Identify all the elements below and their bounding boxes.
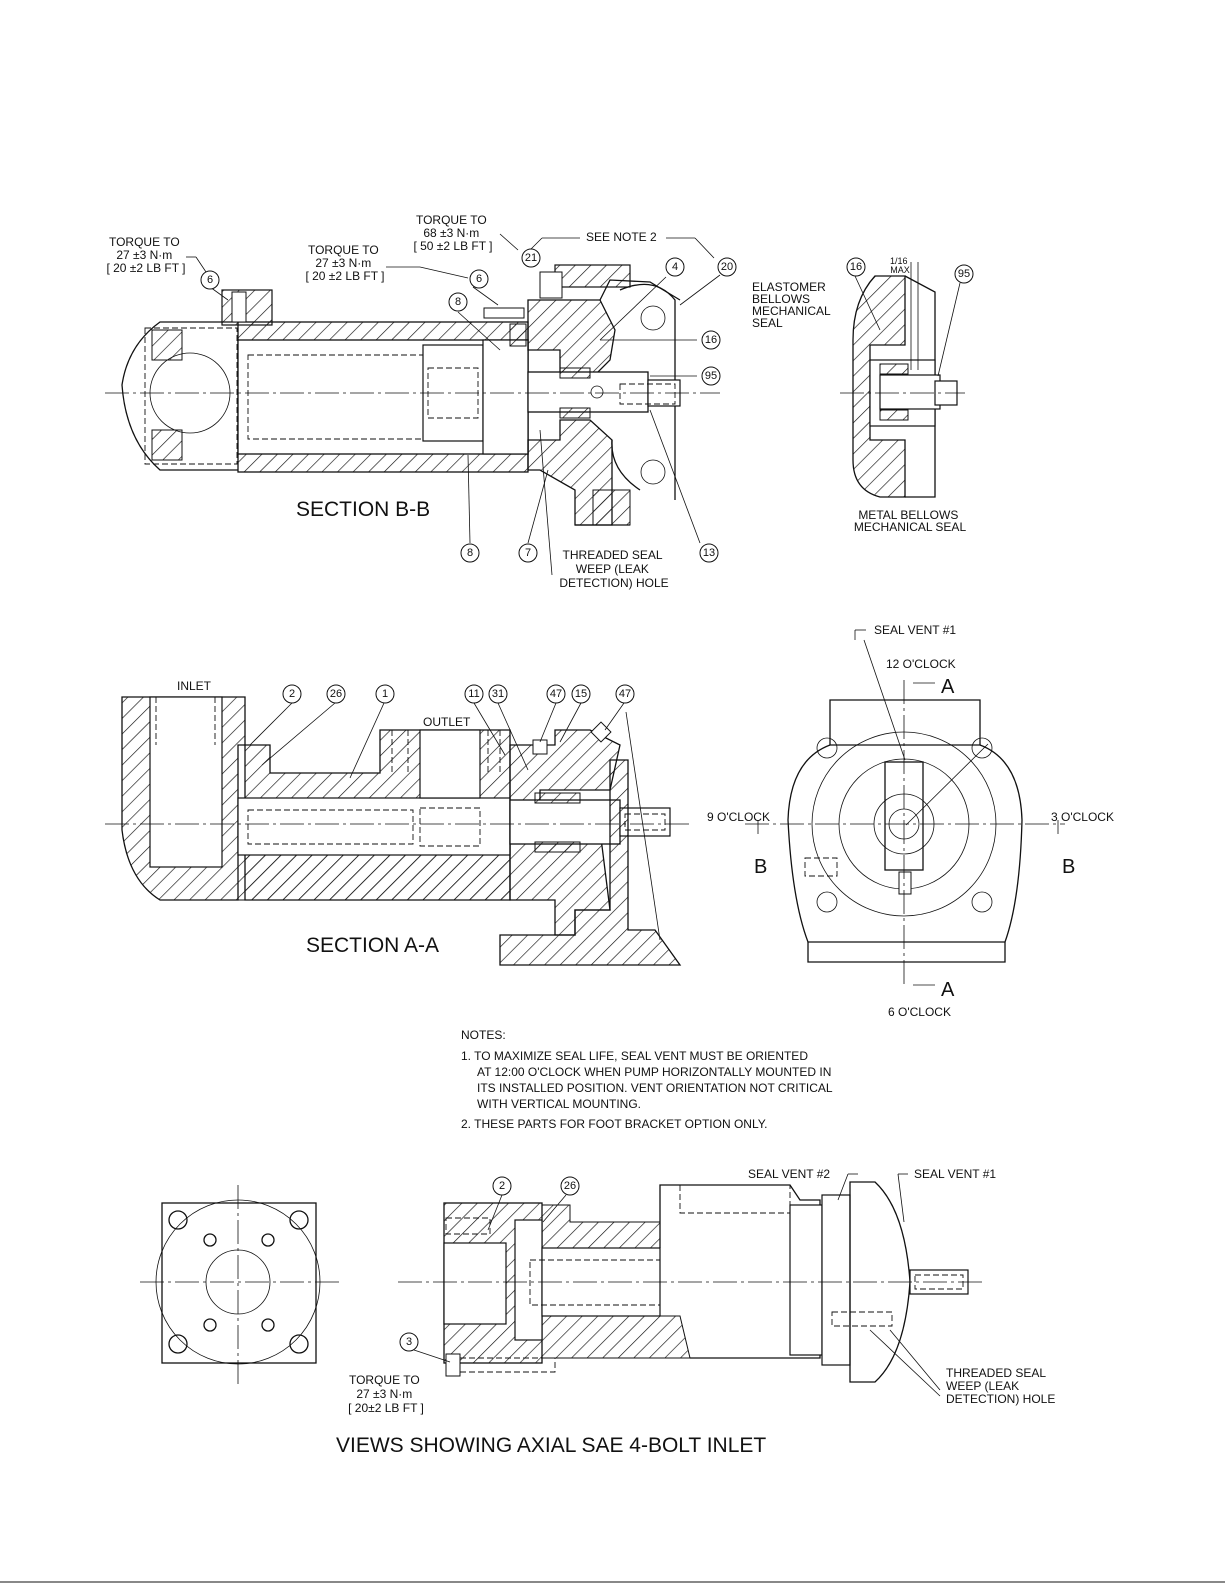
section-b-right-letter: B: [1062, 856, 1075, 878]
section-bb-labels: TORQUE TO 27 ±3 N·m [ 20 ±2 LB FT ] TORQ…: [106, 213, 966, 590]
seal-vent-1-bottom-label: SEAL VENT #1: [914, 1167, 996, 1181]
clock-9-label: 9 O'CLOCK: [707, 810, 770, 824]
clock-6-label: 6 O'CLOCK: [888, 1005, 951, 1019]
metal-bellows-detail-view: [840, 262, 965, 498]
section-bb-view: [105, 264, 720, 526]
notes-heading: NOTES:: [461, 1028, 506, 1042]
end-view-labels: SEAL VENT #1 12 O'CLOCK A 9 O'CLOCK 3 O'…: [707, 623, 1114, 1019]
end-view: [745, 639, 1065, 985]
metal-bellows-label: METAL BELLOWS MECHANICAL SEAL: [854, 508, 967, 534]
clock-3-label: 3 O'CLOCK: [1051, 810, 1114, 824]
balloon-16: 16: [705, 334, 717, 346]
balloon-bottom-3: 3: [406, 1336, 412, 1348]
torque-3-label: TORQUE TO 27 ±3 N·m [ 20±2 LB FT ]: [348, 1373, 424, 1415]
torque-21-label: TORQUE TO 68 ±3 N·m [ 50 ±2 LB FT ]: [413, 213, 492, 253]
elastomer-seal-label: ELASTOMER BELLOWS MECHANICAL SEAL: [752, 280, 834, 330]
clock-12-label: 12 O'CLOCK: [886, 657, 956, 671]
balloon-31: 31: [492, 688, 504, 700]
balloon-bottom-26: 26: [564, 1180, 576, 1192]
section-bb-title: SECTION B-B: [296, 498, 430, 521]
see-note-2-label: SEE NOTE 2: [586, 230, 657, 244]
note-1: 1. TO MAXIMIZE SEAL LIFE, SEAL VENT MUST…: [461, 1049, 836, 1111]
balloon-6-left: 6: [207, 274, 213, 286]
section-aa-labels: INLET OUTLET SECTION A-A: [177, 679, 661, 957]
balloon-8-bottom: 8: [467, 547, 473, 559]
balloon-11: 11: [468, 688, 479, 700]
max-dim-label: 1/16 MAX: [890, 256, 910, 275]
weep-hole-bottom-label: THREADED SEAL WEEP (LEAK DETECTION) HOLE: [946, 1366, 1055, 1406]
balloon-47-right: 47: [619, 688, 631, 700]
balloon-2: 2: [289, 688, 295, 700]
torque-6-mid-label: TORQUE TO 27 ±3 N·m [ 20 ±2 LB FT ]: [305, 243, 384, 283]
views-title: VIEWS SHOWING AXIAL SAE 4-BOLT INLET: [336, 1434, 766, 1457]
section-a-bottom-letter: A: [941, 979, 955, 1001]
aa-balloons: 2 26 1 11 31 47 15 47: [282, 684, 635, 704]
balloon-metal-16: 16: [850, 261, 862, 273]
balloon-bottom-2: 2: [499, 1180, 505, 1192]
torque-6-left-label: TORQUE TO 27 ±3 N·m [ 20 ±2 LB FT ]: [106, 235, 185, 275]
balloon-95: 95: [705, 370, 717, 382]
weep-hole-top-label: THREADED SEAL WEEP (LEAK DETECTION) HOLE: [559, 548, 668, 590]
notes-block: NOTES: 1. TO MAXIMIZE SEAL LIFE, SEAL VE…: [461, 1028, 836, 1131]
balloon-4: 4: [672, 261, 678, 273]
balloon-20: 20: [721, 261, 733, 273]
seal-vent-2-label: SEAL VENT #2: [748, 1167, 830, 1181]
balloon-metal-95: 95: [958, 268, 970, 280]
bb-balloons: 6 6 21 4 20 8 16 95 8 7 13 16 95: [200, 248, 974, 563]
axial-inlet-views: [140, 1181, 985, 1385]
bottom-balloons: 2 26 3: [399, 1176, 580, 1352]
section-aa-view: [105, 696, 690, 966]
balloon-7: 7: [525, 547, 531, 559]
balloon-15: 15: [575, 688, 587, 700]
balloon-6-mid: 6: [476, 273, 482, 285]
outlet-label: OUTLET: [423, 715, 471, 729]
seal-vent-1-top-label: SEAL VENT #1: [874, 623, 956, 637]
balloon-8-top: 8: [455, 296, 461, 308]
section-aa-title: SECTION A-A: [306, 934, 439, 957]
balloon-21: 21: [525, 252, 537, 264]
bottom-view-labels: SEAL VENT #2 SEAL VENT #1 TORQUE TO 27 ±…: [336, 1167, 1055, 1457]
balloon-13: 13: [703, 547, 715, 559]
balloon-26: 26: [330, 688, 342, 700]
section-b-left-letter: B: [754, 856, 767, 878]
inlet-label: INLET: [177, 679, 212, 693]
balloon-1: 1: [382, 688, 388, 700]
section-a-top-letter: A: [941, 676, 955, 698]
balloon-47-left: 47: [550, 688, 562, 700]
note-2: 2. THESE PARTS FOR FOOT BRACKET OPTION O…: [461, 1117, 768, 1131]
